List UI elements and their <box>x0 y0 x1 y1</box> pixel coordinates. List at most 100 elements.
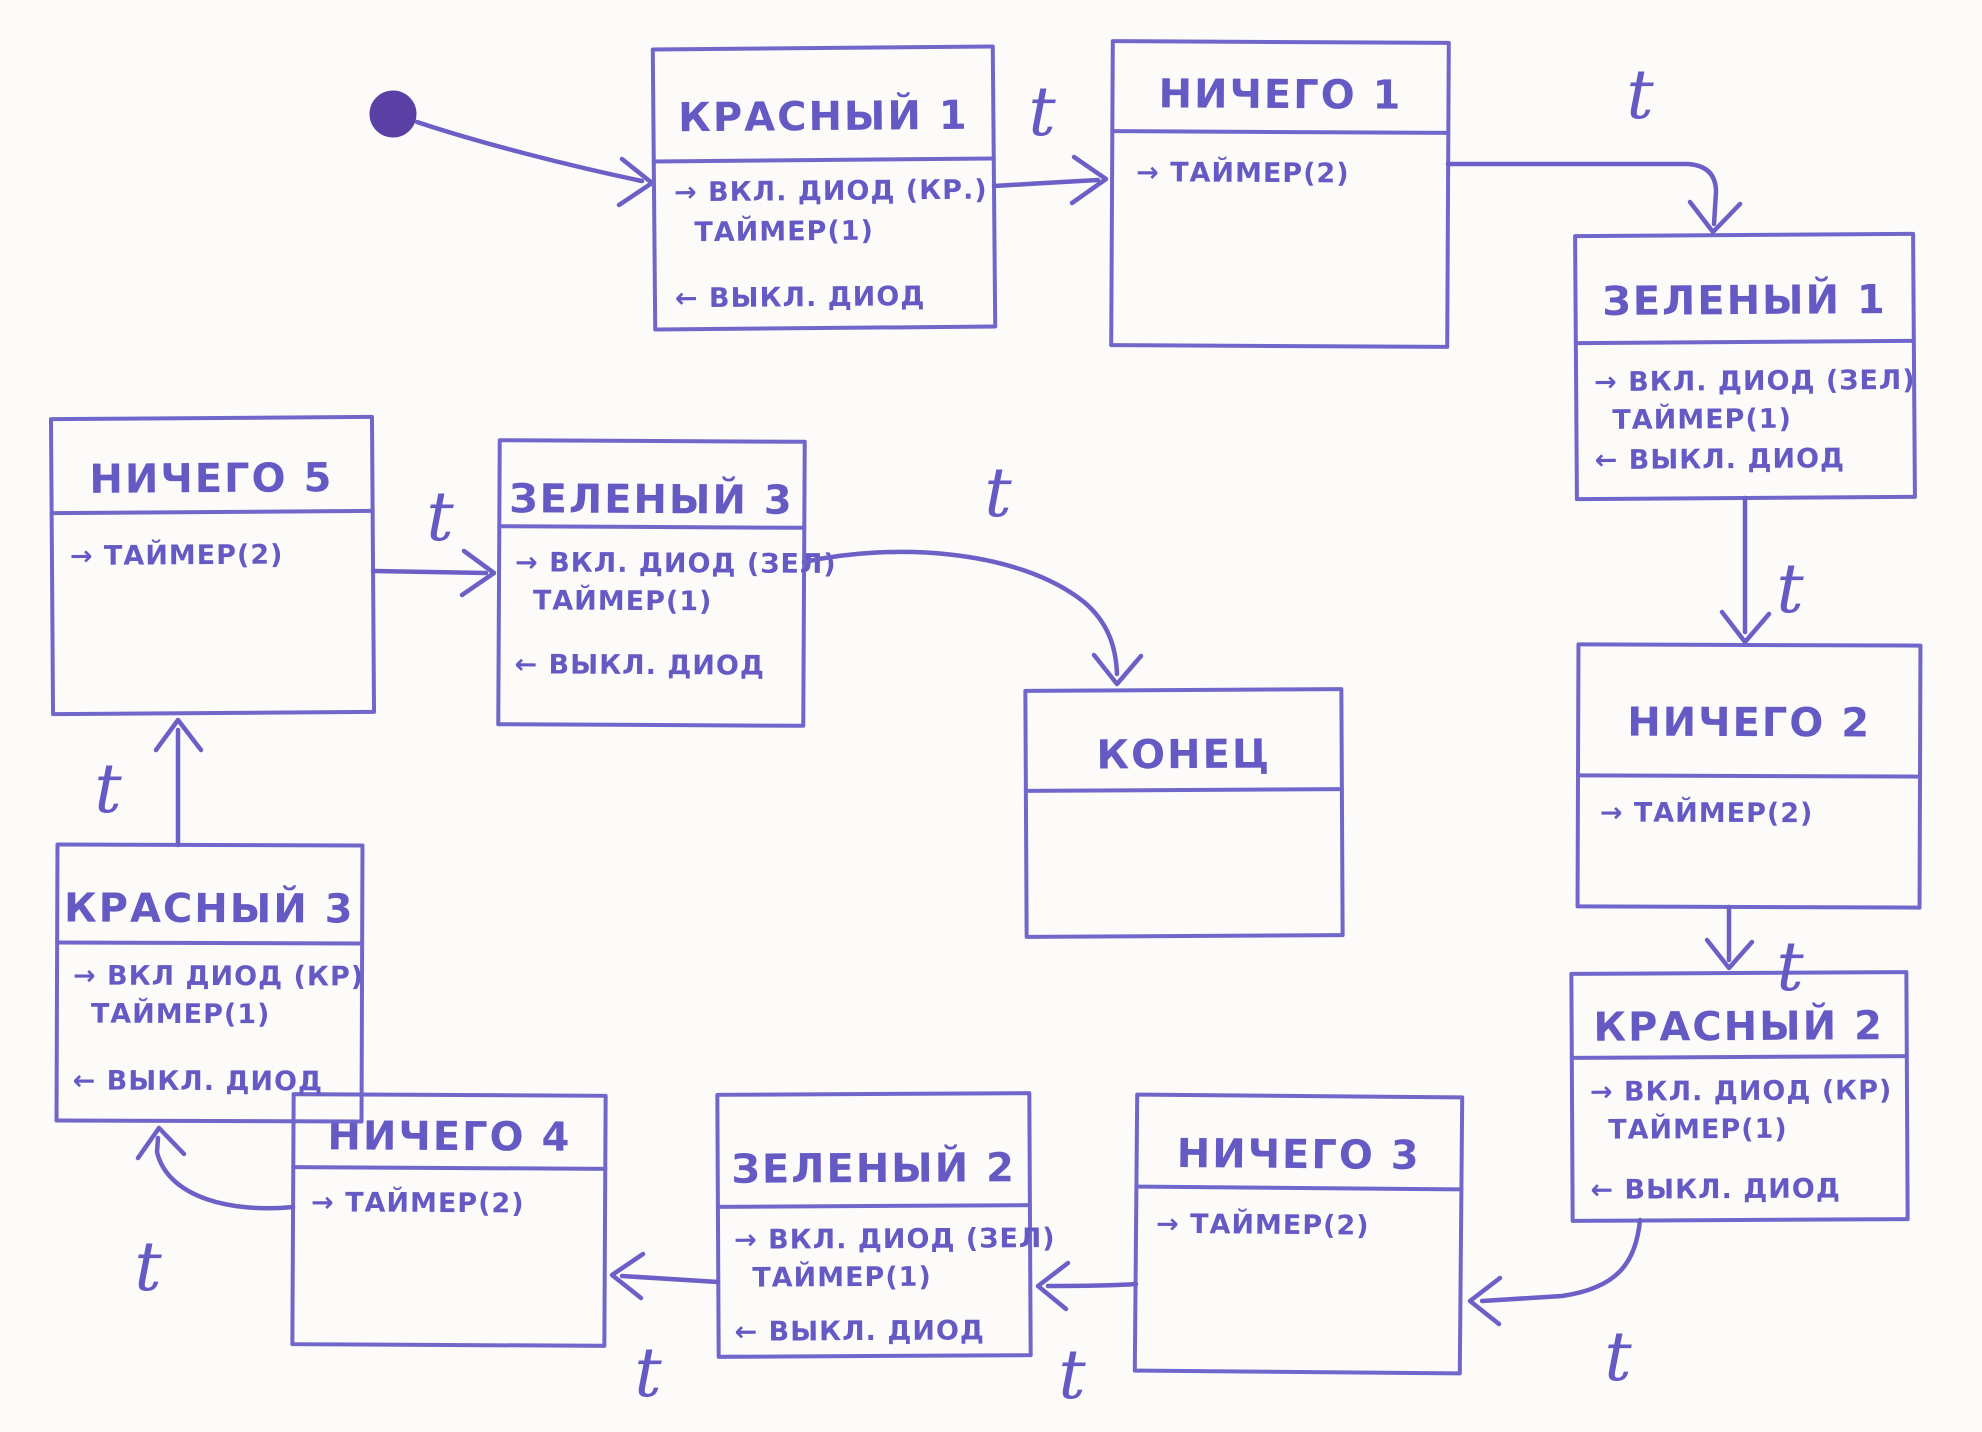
state-title: КОНЕЦ <box>1096 732 1271 779</box>
transition-line <box>1479 1217 1643 1304</box>
state-divider <box>1023 787 1344 793</box>
arrowhead-icon <box>1035 1260 1071 1312</box>
state-box <box>54 842 365 1124</box>
transition-nichego2-krasny2: t <box>1704 904 1804 1007</box>
state-box <box>1132 1092 1465 1376</box>
state-box <box>715 1091 1033 1359</box>
state-entry-action: ТАЙМЕР(1) <box>694 215 874 249</box>
transition-nichego3-zeleny2: t <box>1035 1260 1139 1415</box>
state-nichego-3: НИЧЕГО 3 → ТАЙМЕР(2) <box>1132 1092 1465 1376</box>
transition-label: t <box>1626 56 1654 135</box>
transition-line <box>1445 161 1719 227</box>
arrowhead-icon <box>1687 199 1743 235</box>
state-nichego-5: НИЧЕГО 5 → ТАЙМЕР(2) <box>48 414 377 717</box>
state-entry-action: → ТАЙМЕР(2) <box>70 539 284 572</box>
state-divider <box>291 1165 608 1171</box>
state-entry-action: → ТАЙМЕР(2) <box>1136 156 1350 189</box>
transition-nichego1-zeleny1: t <box>1445 56 1743 235</box>
transition-line <box>619 1273 721 1285</box>
state-nichego-2: НИЧЕГО 2 → ТАЙМЕР(2) <box>1575 642 1923 910</box>
state-zeleny-2: ЗЕЛЕНЫЙ 2 → ВКЛ. ДИОД (ЗЕЛ) ТАЙМЕР(1) ← … <box>715 1091 1056 1359</box>
state-box <box>1109 39 1451 349</box>
state-konec: КОНЕЦ <box>1023 687 1345 939</box>
state-divider <box>1134 1184 1464 1192</box>
state-entry-action: → ВКЛ. ДИОД (ЗЕЛ) <box>734 1223 1056 1256</box>
initial-state <box>369 90 655 208</box>
transition-line <box>801 549 1120 677</box>
state-box <box>1569 970 1910 1223</box>
state-divider <box>497 524 807 530</box>
arrowhead-icon <box>1467 1275 1503 1327</box>
state-zeleny-1: ЗЕЛЕНЫЙ 1 → ВКЛ. ДИОД (ЗЕЛ) ТАЙМЕР(1) ← … <box>1573 231 1917 502</box>
transition-krasny2-nichego3: t <box>1467 1217 1643 1397</box>
transition-label: t <box>1776 928 1804 1007</box>
state-exit-action: ← ВЫКЛ. ДИОД <box>73 1066 323 1098</box>
state-title: ЗЕЛЕНЫЙ 3 <box>509 474 794 523</box>
state-entry-action: ТАЙМЕР(1) <box>1608 1113 1788 1146</box>
initial-transition-line <box>414 119 645 184</box>
state-divider <box>1110 129 1451 135</box>
state-entry-action: ТАЙМЕР(1) <box>91 998 271 1031</box>
transition-label: t <box>94 750 122 829</box>
transition-label: t <box>984 454 1012 533</box>
state-title: КРАСНЫЙ 3 <box>64 883 355 932</box>
transition-label: t <box>634 1334 662 1413</box>
state-exit-action: ← ВЫКЛ. ДИОД <box>1590 1173 1841 1205</box>
state-entry-action: ТАЙМЕР(1) <box>533 584 713 617</box>
state-entry-action: → ВКЛ. ДИОД (ЗЕЛ) <box>515 547 837 580</box>
transition-krasny3-nichego5: t <box>94 717 204 848</box>
state-title: КРАСНЫЙ 2 <box>1593 1001 1884 1051</box>
state-krasny-1: КРАСНЫЙ 1 → ВКЛ. ДИОД (КР.) ТАЙМЕР(1) ← … <box>650 44 998 332</box>
transition-line <box>370 568 489 576</box>
transition-label: t <box>1604 1318 1632 1397</box>
state-box <box>1023 687 1345 939</box>
state-entry-action: ТАЙМЕР(1) <box>752 1261 932 1294</box>
state-title: НИЧЕГО 3 <box>1177 1131 1421 1179</box>
transition-krasny1-nichego1: t <box>991 73 1109 206</box>
transition-label: t <box>1058 1336 1086 1415</box>
arrowhead-icon <box>153 717 204 753</box>
transition-label: t <box>1028 73 1056 152</box>
arrowhead-icon <box>616 156 655 208</box>
state-box <box>290 1092 608 1348</box>
state-title: НИЧЕГО 2 <box>1627 700 1871 747</box>
state-krasny-3: КРАСНЫЙ 3 → ВКЛ ДИОД (КР) ТАЙМЕР(1) ← ВЫ… <box>54 842 365 1124</box>
transition-zeleny1-nichego2: t <box>1719 495 1804 645</box>
state-entry-action: → ВКЛ. ДИОД (ЗЕЛ) <box>1594 365 1916 398</box>
arrowhead-icon <box>1069 154 1109 206</box>
state-entry-action: → ТАЙМЕР(2) <box>311 1186 525 1219</box>
transition-label: t <box>134 1228 162 1307</box>
state-box <box>48 414 377 717</box>
state-divider <box>1573 338 1916 346</box>
state-title: ЗЕЛЕНЫЙ 1 <box>1602 275 1887 325</box>
arrowhead-icon <box>459 548 497 598</box>
transition-label: t <box>426 478 454 557</box>
state-divider <box>1576 773 1922 779</box>
state-title: ЗЕЛЕНЫЙ 2 <box>731 1143 1016 1192</box>
transition-zeleny3-konec: t <box>801 454 1144 687</box>
state-entry-action: → ВКЛ ДИОД (КР) <box>73 961 364 993</box>
state-exit-action: ← ВЫКЛ. ДИОД <box>734 1315 985 1347</box>
transition-nichego5-zeleny3: t <box>370 478 497 598</box>
transition-label: t <box>1776 550 1804 629</box>
state-title: НИЧЕГО 4 <box>327 1113 571 1160</box>
state-divider <box>1569 1054 1909 1060</box>
state-divider <box>651 156 996 164</box>
state-divider <box>715 1203 1032 1209</box>
initial-state-dot <box>369 90 417 138</box>
state-divider <box>49 508 375 516</box>
state-title: КРАСНЫЙ 1 <box>678 91 969 142</box>
state-entry-action: → ВКЛ. ДИОД (КР.) <box>674 175 988 209</box>
transition-line <box>154 1135 296 1211</box>
state-nichego-4: НИЧЕГО 4 → ТАЙМЕР(2) <box>290 1092 608 1348</box>
state-title: НИЧЕГО 1 <box>1158 71 1402 118</box>
arrowhead-icon <box>1719 609 1772 645</box>
state-box <box>496 438 807 728</box>
state-krasny-2: КРАСНЫЙ 2 → ВКЛ. ДИОД (КР) ТАЙМЕР(1) ← В… <box>1569 970 1910 1223</box>
state-divider <box>55 940 365 946</box>
arrowhead-icon <box>1091 652 1144 687</box>
state-nichego-1: НИЧЕГО 1 → ТАЙМЕР(2) <box>1109 39 1451 349</box>
transition-line <box>1045 1281 1139 1289</box>
